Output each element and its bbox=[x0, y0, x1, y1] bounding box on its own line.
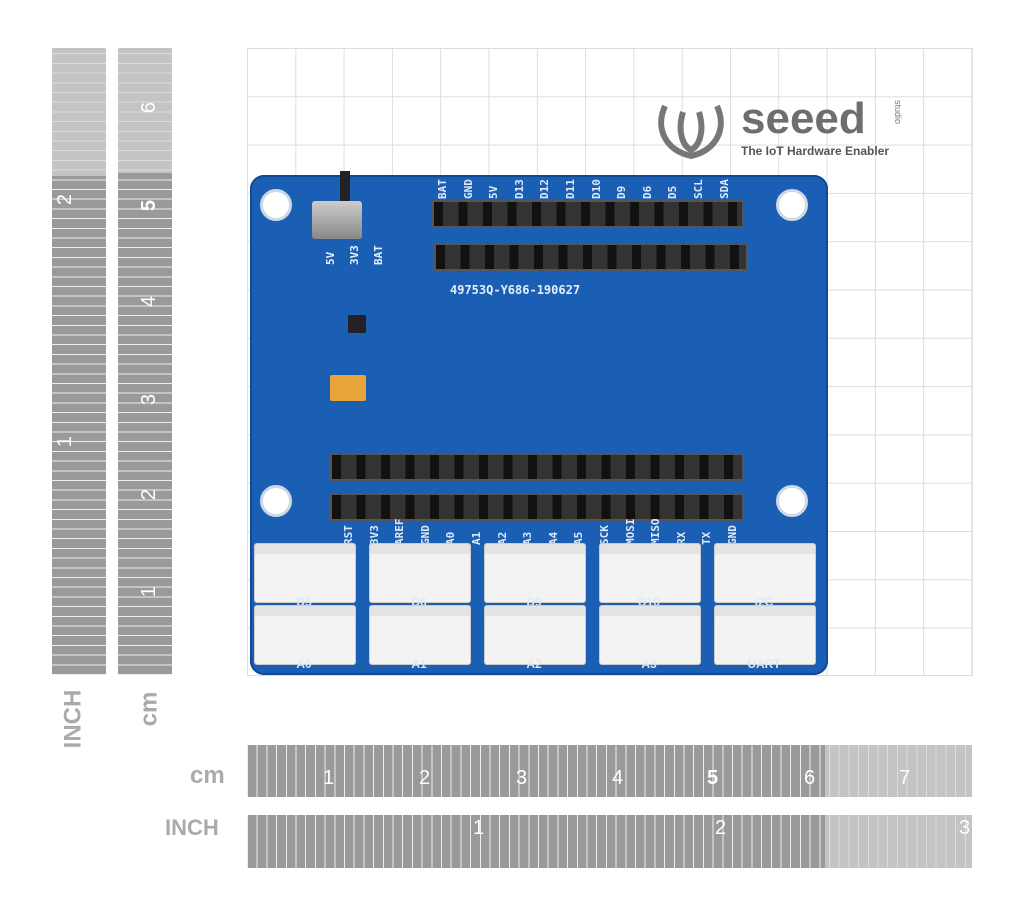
top-pin-label: D10 bbox=[589, 179, 603, 199]
top-pin-label: SDA bbox=[717, 179, 731, 199]
grove-connector-a1[interactable] bbox=[369, 605, 471, 665]
bottom-pin-label: MISO bbox=[649, 518, 663, 546]
inch-unit-label: INCH bbox=[59, 689, 87, 749]
switch-label: BAT bbox=[372, 245, 385, 265]
inch-unit-label-horizontal: INCH bbox=[165, 815, 219, 840]
ruler-label: 6 bbox=[138, 101, 161, 114]
ruler-label: 1 bbox=[473, 817, 485, 839]
bottom-female-header-2 bbox=[330, 493, 744, 521]
grove-connector-d10[interactable] bbox=[599, 543, 701, 603]
grove-connector-d6[interactable] bbox=[369, 543, 471, 603]
mounting-hole bbox=[776, 485, 808, 517]
switch-label: 3V3 bbox=[348, 245, 361, 265]
grove-connector-d9[interactable] bbox=[484, 543, 586, 603]
tantalum-capacitor bbox=[330, 375, 366, 401]
brand-tagline: The IoT Hardware Enabler bbox=[741, 144, 890, 158]
ruler-label: 4 bbox=[138, 295, 161, 308]
ruler-label: 1 bbox=[323, 767, 335, 789]
top-pin-label: D13 bbox=[512, 179, 526, 199]
horizontal-inch-ruler: 1 2 3 bbox=[247, 815, 972, 868]
ruler-label: 2 bbox=[138, 488, 161, 501]
top-female-header-2 bbox=[434, 243, 748, 271]
ruler-label: 5 bbox=[707, 767, 719, 789]
brand-sub: studio bbox=[893, 100, 903, 125]
mounting-hole bbox=[260, 189, 292, 221]
bottom-pin-label: MOSI bbox=[623, 518, 637, 546]
top-pin-label: D11 bbox=[564, 179, 577, 199]
pcb-board: 5V 3V3 BAT 49753Q-Y686-190627 BAT GND 5V D1… bbox=[250, 171, 828, 675]
seeed-logo: seeed studio The IoT Hardware Enabler bbox=[655, 94, 903, 165]
power-switch[interactable] bbox=[312, 201, 362, 239]
ruler-label: 5 bbox=[138, 199, 161, 212]
bottom-pin-label: TX bbox=[700, 531, 714, 545]
ruler-label: 2 bbox=[54, 193, 77, 206]
ruler-label: 2 bbox=[419, 767, 431, 789]
grove-label: UART bbox=[747, 657, 781, 671]
vertical-inch-ruler: 2 1 bbox=[52, 48, 106, 675]
board-serial: 49753Q-Y686-190627 bbox=[450, 283, 581, 297]
seeed-leaf-icon bbox=[658, 104, 724, 160]
ruler-label: 3 bbox=[138, 393, 161, 406]
top-pin-label: D9 bbox=[615, 185, 629, 199]
bottom-pin-label: AREF bbox=[393, 518, 407, 546]
top-pin-label: BAT bbox=[436, 179, 449, 199]
bottom-female-header-1 bbox=[330, 453, 744, 481]
grove-label: A3 bbox=[641, 657, 657, 671]
grove-label: A0 bbox=[296, 657, 312, 671]
ruler-label: 4 bbox=[612, 767, 624, 789]
bottom-pin-label: A1 bbox=[470, 531, 483, 545]
top-female-header-1 bbox=[432, 200, 744, 228]
cm-unit-label-horizontal: cm bbox=[190, 762, 225, 789]
grove-label: A1 bbox=[411, 657, 427, 671]
ruler-label: 2 bbox=[715, 817, 727, 839]
ic-chip bbox=[348, 315, 366, 333]
vertical-cm-ruler: 6 5 4 3 2 1 bbox=[118, 48, 172, 675]
top-pin-label: 5V bbox=[487, 185, 501, 199]
grove-connector-a2[interactable] bbox=[484, 605, 586, 665]
grove-connector-i2c[interactable] bbox=[714, 543, 816, 603]
mounting-hole bbox=[260, 485, 292, 517]
ruler-label: 7 bbox=[899, 767, 911, 789]
top-pin-label: D6 bbox=[640, 185, 654, 199]
cm-unit-label: cm bbox=[135, 691, 163, 727]
top-pin-label: D12 bbox=[538, 179, 552, 199]
top-pin-label: D5 bbox=[666, 185, 680, 199]
ruler-label: 6 bbox=[804, 767, 816, 789]
grove-connector-d5[interactable] bbox=[254, 543, 356, 603]
top-pin-label: GND bbox=[461, 179, 475, 199]
grove-connector-a0[interactable] bbox=[254, 605, 356, 665]
grove-connector-a3[interactable] bbox=[599, 605, 701, 665]
ruler-label: 3 bbox=[516, 767, 528, 789]
horizontal-cm-ruler: 1 2 3 4 5 6 7 bbox=[247, 745, 972, 797]
grove-connector-uart[interactable] bbox=[714, 605, 816, 665]
ruler-label: 3 bbox=[959, 817, 971, 839]
ruler-label: 1 bbox=[138, 585, 161, 598]
mounting-hole bbox=[776, 189, 808, 221]
brand-name: seeed bbox=[741, 94, 866, 143]
ruler-label: 1 bbox=[54, 435, 77, 448]
top-pin-label: SCL bbox=[692, 179, 705, 199]
switch-lever[interactable] bbox=[340, 171, 350, 201]
grove-label: A2 bbox=[526, 657, 542, 671]
switch-label: 5V bbox=[324, 251, 337, 265]
